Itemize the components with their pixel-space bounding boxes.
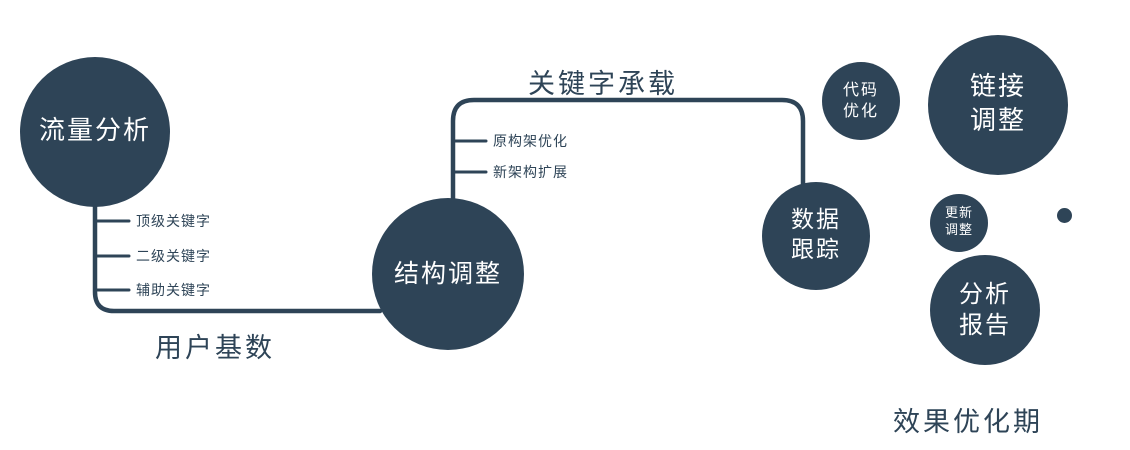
edge-structure-to-data-tracking xyxy=(450,97,806,203)
branch-label-new-structure-expand: 新架构扩展 xyxy=(493,165,568,181)
node-analysis-report: 分析 报告 xyxy=(930,255,1040,365)
branch-label-second-keywords: 二级关键字 xyxy=(136,249,211,265)
node-traffic-analysis: 流量分析 xyxy=(20,57,170,207)
edge-traffic-to-structure xyxy=(92,200,383,314)
node-code-optimization: 代码 优化 xyxy=(822,62,900,140)
node-data-tracking-label: 数据 跟踪 xyxy=(791,207,841,263)
caption-effect-optimization-period: 效果优化期 xyxy=(893,407,1043,438)
node-link-adjustment-label: 链接 调整 xyxy=(969,72,1026,136)
node-structure-adjust: 结构调整 xyxy=(372,198,524,350)
node-update-adjustment: 更新 调整 xyxy=(930,194,988,252)
dot-marker xyxy=(1057,208,1072,223)
node-update-adjustment-label: 更新 调整 xyxy=(944,206,973,238)
edge-label-user-base: 用户基数 xyxy=(155,333,275,364)
node-link-adjustment: 链接 调整 xyxy=(928,35,1068,175)
node-data-tracking: 数据 跟踪 xyxy=(762,182,870,290)
node-traffic-analysis-label: 流量分析 xyxy=(38,116,151,147)
node-structure-adjust-label: 结构调整 xyxy=(393,258,502,288)
node-analysis-report-label: 分析 报告 xyxy=(959,279,1011,339)
branch-label-original-structure-optimize: 原构架优化 xyxy=(493,134,568,150)
node-code-optimization-label: 代码 优化 xyxy=(842,80,879,120)
branch-label-top-keywords: 顶级关键字 xyxy=(136,214,211,230)
edge-label-keyword-carry: 关键字承载 xyxy=(528,69,678,100)
branch-label-aux-keywords: 辅助关键字 xyxy=(136,283,211,299)
